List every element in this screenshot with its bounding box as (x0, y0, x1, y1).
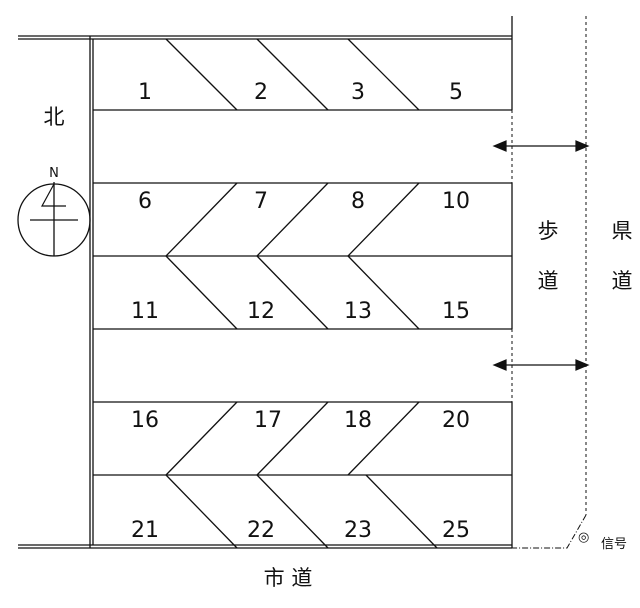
row3-stall-divider (165, 255, 238, 330)
space-number: 8 (351, 189, 365, 214)
signal-label: 信号 (601, 537, 627, 552)
space-number: 21 (131, 518, 159, 543)
row4-stall-divider (165, 401, 238, 476)
space-number: 16 (131, 408, 159, 433)
space-number: 15 (442, 299, 470, 324)
prefectural-road-label-char-2: 道 (612, 269, 633, 293)
space-number: 13 (344, 299, 372, 324)
row3-stall-divider (347, 255, 420, 330)
space-number: 25 (442, 518, 470, 543)
space-number: 7 (254, 189, 268, 214)
row5-stall-divider (165, 474, 238, 549)
arrow-head-right (575, 140, 590, 152)
space-number: 12 (247, 299, 275, 324)
compass-icon: N (17, 166, 91, 257)
space-number: 3 (351, 80, 365, 105)
row4-stall-divider (347, 401, 420, 476)
space-number: 2 (254, 80, 268, 105)
width-arrows (492, 140, 590, 371)
arrow-head-left (492, 359, 507, 371)
space-number: 22 (247, 518, 275, 543)
row4-stall-divider (256, 401, 329, 476)
prefectural-road-label-char-1: 県 (612, 219, 633, 243)
lot-outline (18, 16, 513, 549)
space-number: 1 (138, 80, 152, 105)
signal-icon: ◎ (578, 530, 589, 545)
sidewalk-label-char-1: 歩 (538, 219, 559, 243)
corner-edge-dashed (512, 514, 587, 549)
row1-stall-divider (165, 38, 238, 111)
row2-stall-divider (256, 182, 329, 257)
compass-north-pointer (40, 183, 66, 207)
row2-stall-divider (165, 182, 238, 257)
north-label: 北 (44, 105, 65, 129)
city-road-label: 市 道 (264, 566, 313, 590)
row1-stall-divider (347, 38, 420, 111)
row2-stall-divider (347, 182, 420, 257)
space-number: 5 (449, 80, 463, 105)
space-number: 18 (344, 408, 372, 433)
space-number: 23 (344, 518, 372, 543)
space-numbers: 1 2 3 5 6 7 8 10 11 12 13 15 16 17 18 20… (131, 80, 470, 543)
arrow-head-right (575, 359, 590, 371)
sidewalk-label-char-2: 道 (538, 269, 559, 293)
row5-stall-divider (256, 474, 329, 549)
space-number: 17 (254, 408, 282, 433)
row1-stall-divider (256, 38, 329, 111)
row3-stall-divider (256, 255, 329, 330)
compass-n-letter: N (49, 166, 59, 181)
space-number: 10 (442, 189, 470, 214)
space-number: 6 (138, 189, 152, 214)
space-number: 20 (442, 408, 470, 433)
arrow-head-left (492, 140, 507, 152)
row5-stall-divider (365, 474, 438, 549)
space-number: 11 (131, 299, 159, 324)
